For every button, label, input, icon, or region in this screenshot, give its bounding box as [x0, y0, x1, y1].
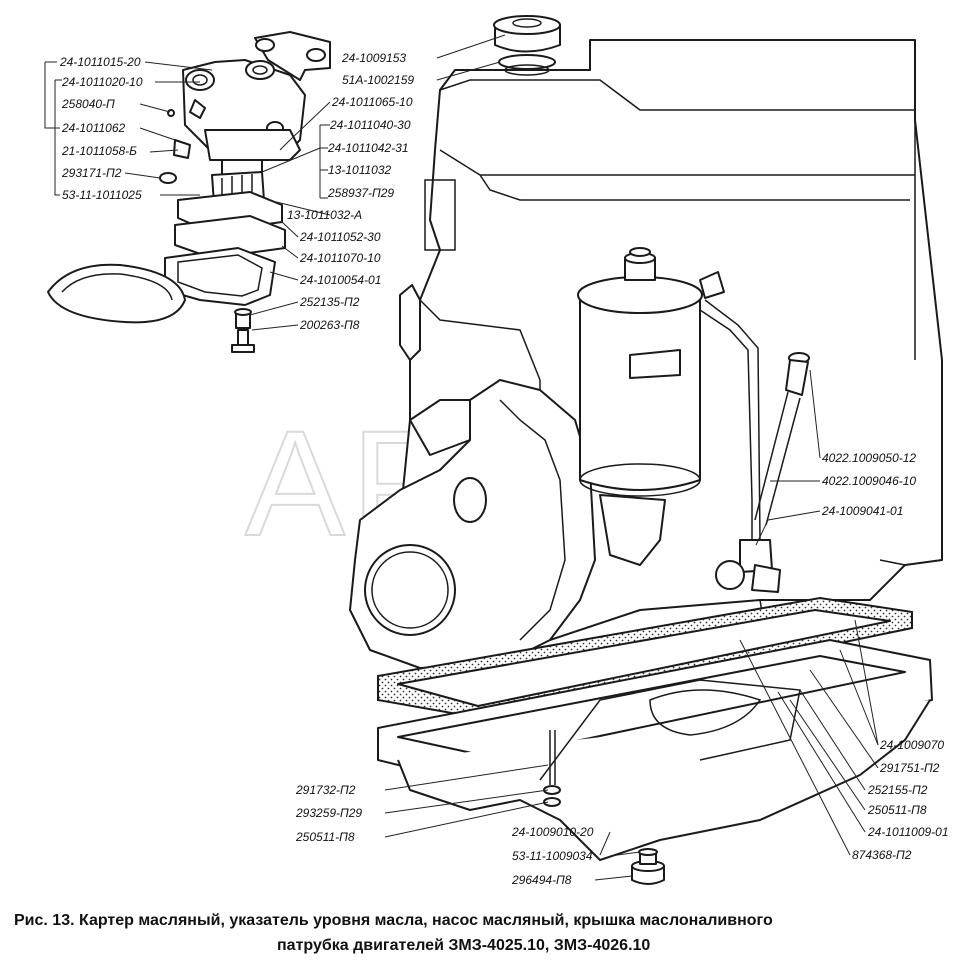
part-label: 24-1010054-01: [299, 273, 381, 287]
oil-pan-gasket: [377, 596, 913, 720]
figure-caption-line1: Рис. 13. Картер масляный, указатель уров…: [14, 912, 773, 929]
dipstick: [715, 352, 810, 651]
part-label: 24-1009070: [879, 738, 944, 752]
part-label: 293259-П29: [295, 806, 362, 820]
part-label: 4022.1009046-10: [822, 474, 916, 488]
part-label: 291751-П2: [879, 761, 940, 775]
part-label: 21-1011058-Б: [61, 144, 137, 158]
part-label: 250511-П8: [867, 803, 927, 817]
part-label: 53-11-1011025: [62, 188, 142, 202]
part-label: 24-1011009-01: [867, 825, 949, 839]
part-label: 13-1011032: [328, 163, 391, 177]
oil-filter: [577, 247, 761, 566]
part-label: 24-1011052-30: [299, 230, 381, 244]
part-label: 24-1011065-10: [331, 95, 413, 109]
part-label: 250511-П8: [295, 830, 355, 844]
oil-pan: [377, 639, 933, 861]
part-label: 252155-П2: [867, 783, 928, 797]
part-label: 51А-1002159: [342, 73, 414, 87]
part-label: 258937-П29: [327, 186, 394, 200]
part-label: 24-1009041-01: [821, 504, 903, 518]
part-label: 24-1011070-10: [299, 251, 381, 265]
oil-filler-cap: [493, 15, 561, 76]
part-label: 24-1009153: [341, 51, 406, 65]
part-label: 258040-П: [61, 97, 115, 111]
part-label: 13-1011032-А: [287, 208, 362, 222]
part-label: 24-1011042-31: [327, 141, 409, 155]
leader-lines: [44, 34, 879, 881]
part-label: 200263-П8: [299, 318, 360, 332]
part-label: 24-1011062: [61, 121, 125, 135]
oil-pump: [47, 31, 331, 353]
timing-cover: [349, 379, 596, 669]
part-label: 53-11-1009034: [512, 849, 593, 863]
drain-plug: [631, 848, 665, 885]
part-label: 24-1011015-20: [59, 55, 141, 69]
part-label: 24-1011020-10: [61, 75, 143, 89]
part-label: 4022.1009050-12: [822, 451, 916, 465]
part-label: 291732-П2: [295, 783, 356, 797]
part-labels: 24-1011015-20 24-1011020-10 258040-П 24-…: [59, 51, 949, 887]
figure-caption-line2: патрубка двигателей ЗМЗ-4025.10, ЗМЗ-402…: [277, 937, 650, 954]
part-label: 293171-П2: [61, 166, 122, 180]
part-label: 252135-П2: [299, 295, 360, 309]
part-label: 24-1011040-30: [329, 118, 411, 132]
part-label: 296494-П8: [511, 873, 572, 887]
part-label: 874368-П2: [852, 848, 912, 862]
part-label: 24-1009010-20: [511, 825, 594, 839]
